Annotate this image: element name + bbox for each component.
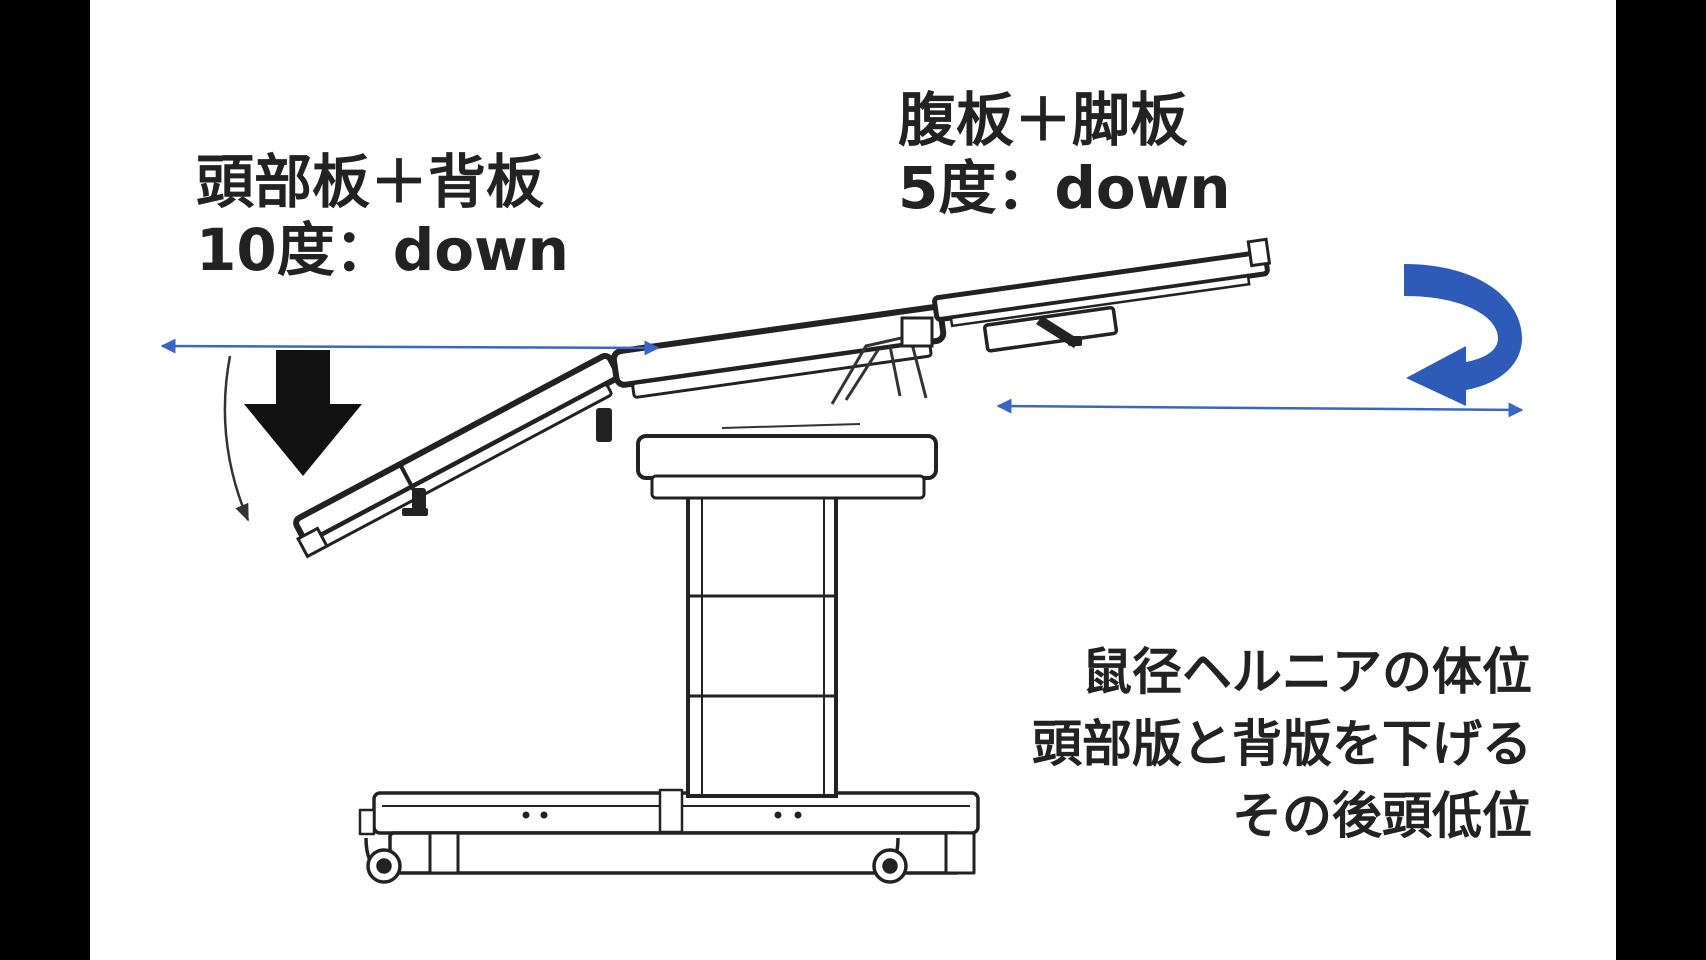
table-column [686,494,838,798]
seat-board [610,304,947,399]
caption-line-3: その後頭低位 [1232,787,1532,845]
caption-block: 鼠径ヘルニアの体位 頭部版と背版を下げる その後頭低位 [1032,636,1532,852]
head-back-angle: 10度：down [196,216,569,284]
seat-mechanism [721,316,934,429]
abdomen-leg-label: 腹板＋脚板 5度：down [898,86,1231,222]
down-arrow-icon [244,350,362,476]
leg-reference-line [996,398,1524,418]
angle-arc [223,355,250,522]
leg-board-lever [1036,316,1082,348]
table-base [358,788,980,884]
abdomen-leg-board [932,237,1272,353]
head-back-board [293,352,621,559]
abdomen-leg-angle: 5度：down [898,154,1231,222]
abdomen-leg-title: 腹板＋脚板 [898,86,1189,154]
slide-frame: 頭部板＋背板 10度：down 腹板＋脚板 5度：down 鼠径ヘルニアの体位 … [90,0,1616,960]
head-back-label: 頭部板＋背板 10度：down [196,148,569,284]
back-board-clamps [402,408,612,516]
column-cap [636,434,938,500]
caption-line-2: 頭部版と背版を下げる [1032,715,1532,773]
caption-line-1: 鼠径ヘルニアの体位 [1082,643,1532,701]
head-reference-line [160,338,660,356]
right-caster [872,837,908,884]
rotate-arrow-icon [1404,264,1522,406]
left-caster [364,837,402,884]
operating-table-diagram [160,237,1524,884]
head-back-title: 頭部板＋背板 [196,148,545,216]
